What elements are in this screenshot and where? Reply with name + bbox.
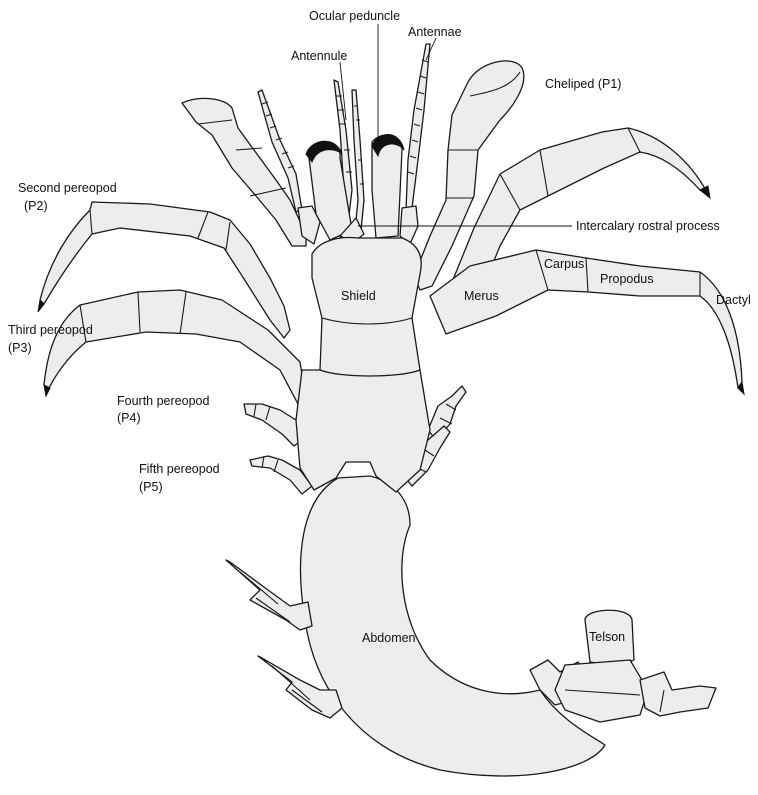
- left-legs: [38, 98, 312, 494]
- label-fourth-pereopod-code: (P4): [117, 411, 141, 425]
- label-fourth-pereopod: Fourth pereopod: [117, 394, 209, 408]
- label-propodus: Propodus: [600, 272, 654, 286]
- label-intercalary-rostral-process: Intercalary rostral process: [576, 219, 720, 233]
- uropod-basal: [555, 660, 648, 722]
- label-second-pereopod: Second pereopod: [18, 181, 117, 195]
- label-dactyl: Dactyl: [716, 293, 751, 307]
- label-fifth-pereopod: Fifth pereopod: [139, 462, 220, 476]
- antennule-right: [352, 90, 364, 240]
- label-second-pereopod-code: (P2): [24, 199, 48, 213]
- uropod-right: [640, 672, 716, 716]
- abdominal-appendage-upper: [226, 560, 312, 630]
- fourth-pereopod: [244, 404, 302, 446]
- label-antennule: Antennule: [291, 49, 347, 63]
- label-cheliped: Cheliped (P1): [545, 77, 621, 91]
- right-legs: [404, 61, 744, 486]
- label-carpus: Carpus: [544, 257, 584, 271]
- right-third-pereopod: [430, 250, 742, 388]
- thorax-lower: [296, 370, 430, 492]
- label-ocular-peduncle: Ocular peduncle: [309, 9, 400, 23]
- label-antennae: Antennae: [408, 25, 462, 39]
- shield: [312, 238, 421, 376]
- label-fifth-pereopod-code: (P5): [139, 480, 163, 494]
- label-shield: Shield: [341, 289, 376, 303]
- label-abdomen: Abdomen: [362, 631, 416, 645]
- abdomen: [301, 476, 605, 776]
- label-merus: Merus: [464, 289, 499, 303]
- abdomen-group: [226, 476, 716, 776]
- cephalothorax: [296, 238, 430, 492]
- label-third-pereopod: Third pereopod: [8, 323, 93, 337]
- label-third-pereopod-code: (P3): [8, 341, 32, 355]
- antenna-right: [406, 44, 430, 210]
- label-telson: Telson: [589, 630, 625, 644]
